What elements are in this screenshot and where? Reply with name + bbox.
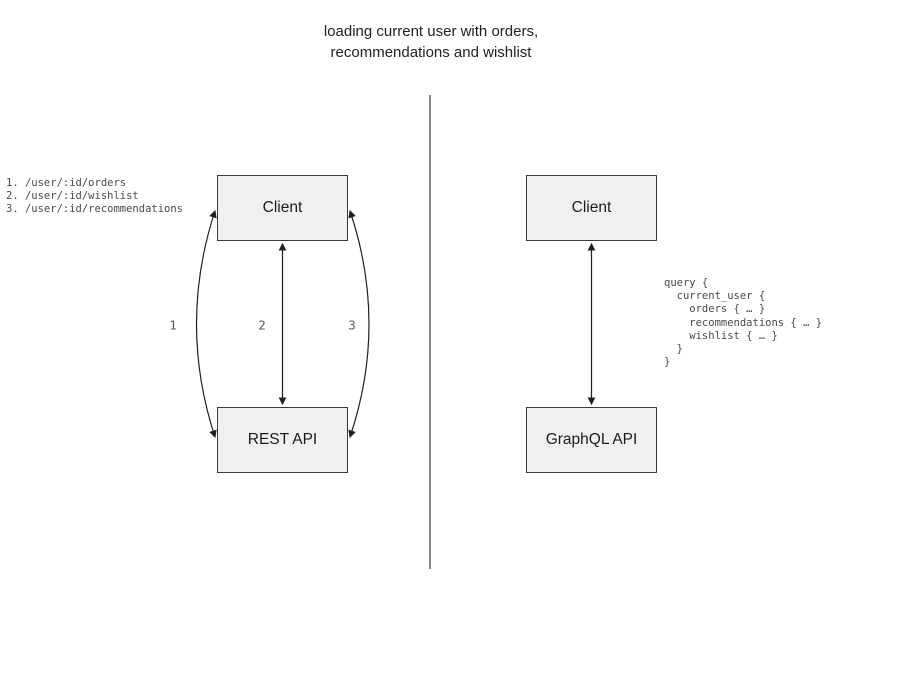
query-line: query { [664, 277, 709, 289]
arrow-1-orders-arc [195, 209, 217, 439]
query-line: recommendations { … } [664, 316, 823, 329]
arrow-label-2: 2 [258, 317, 266, 333]
node-rest-api-label: REST API [247, 431, 318, 448]
rest-endpoint-orders: 1. /user/:id/orders [6, 177, 127, 189]
node-graphql-api: GraphQL API [526, 407, 657, 473]
node-client-right: Client [526, 175, 657, 241]
query-line: } [664, 343, 683, 356]
query-line: current_user { [664, 290, 766, 303]
query-line: orders { … } [664, 303, 766, 316]
query-line: wishlist { … } [664, 329, 778, 342]
arrow-3-recommendations-arc [348, 209, 370, 439]
arrow-label-3: 3 [348, 317, 356, 333]
node-client-left: Client [217, 175, 348, 241]
node-client-left-label: Client [262, 199, 303, 216]
rest-endpoint-wishlist: 2. /user/:id/wishlist [6, 190, 139, 203]
diagram-title: loading current user with orders, recomm… [323, 23, 539, 61]
node-graphql-api-label: GraphQL API [545, 431, 638, 448]
arrow-label-1: 1 [169, 317, 177, 333]
query-line: } [664, 356, 671, 369]
rest-endpoint-list: 1. /user/:id/orders 2. /user/:id/wishlis… [6, 177, 183, 217]
graphql-query-block: query { current_user { orders { … } reco… [664, 277, 822, 369]
node-rest-api: REST API [217, 407, 348, 473]
rest-endpoint-recommendations: 3. /user/:id/recommendations [6, 203, 184, 216]
node-client-right-label: Client [571, 199, 612, 216]
